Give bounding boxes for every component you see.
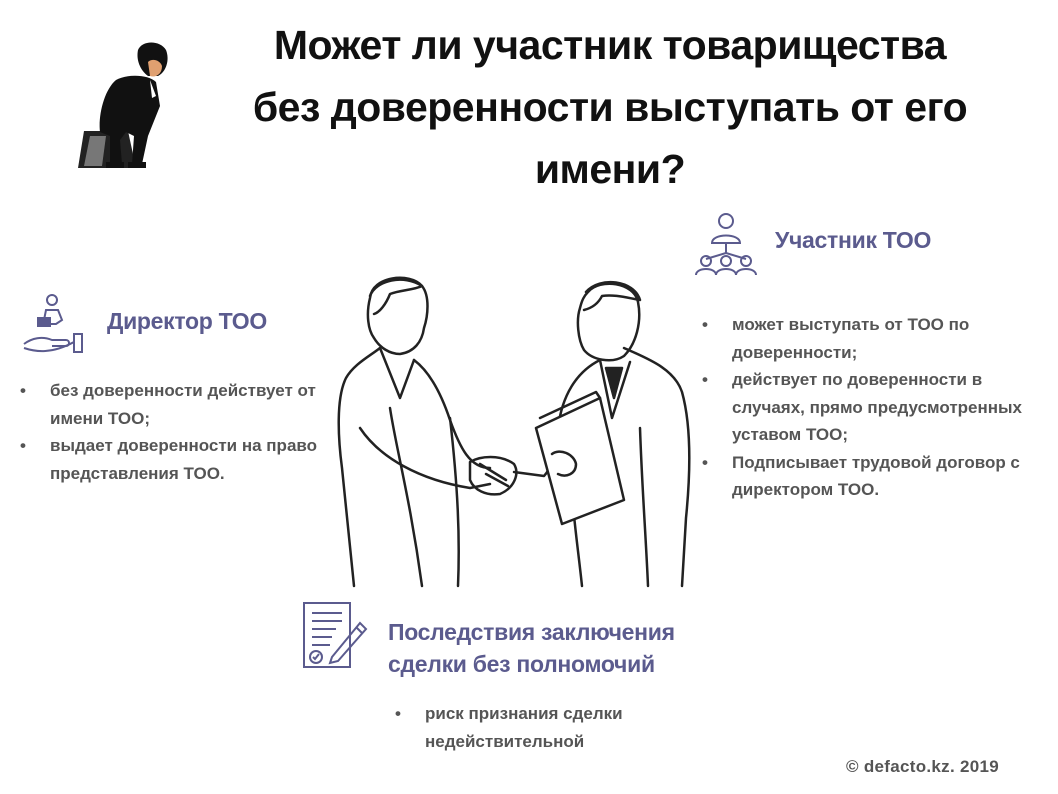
consequences-bullet-list: риск признания сделки недействительной [395, 700, 655, 755]
participant-heading: Участник ТОО [775, 227, 932, 253]
director-bullet-list: без доверенности действует от имени ТОО;… [20, 377, 330, 487]
consequences-heading-line-2: сделки без полномочий [388, 651, 655, 677]
list-item: действует по доверенности в случаях, пря… [702, 366, 1022, 449]
director-heading: Директор ТОО [107, 308, 267, 334]
thinker-statue-icon [78, 42, 168, 168]
list-item: может выступать от ТОО по доверенности; [702, 311, 1022, 366]
title-line-1: Может ли участник товарищества [273, 22, 947, 68]
list-item: риск признания сделки недействительной [395, 700, 655, 755]
participant-network-icon [695, 213, 757, 276]
director-hand-icon [23, 294, 83, 353]
title-line-3: имени? [534, 146, 686, 192]
handshake-illustration [337, 276, 691, 588]
participant-bullet-list: может выступать от ТОО по доверенности; … [702, 311, 1022, 504]
title-line-2: без доверенности выступать от его [252, 84, 968, 130]
list-item: выдает доверенности на право представлен… [20, 432, 330, 487]
copyright-footer: © defacto.kz. 2019 [846, 757, 1000, 776]
signed-document-icon [303, 602, 368, 668]
page-title: Может ли участник товарищества без довер… [200, 14, 1020, 200]
list-item: Подписывает трудовой договор с директоро… [702, 449, 1022, 504]
consequences-heading-line-1: Последствия заключения [388, 619, 675, 645]
list-item: без доверенности действует от имени ТОО; [20, 377, 330, 432]
consequences-heading: Последствия заключения сделки без полном… [388, 616, 675, 680]
